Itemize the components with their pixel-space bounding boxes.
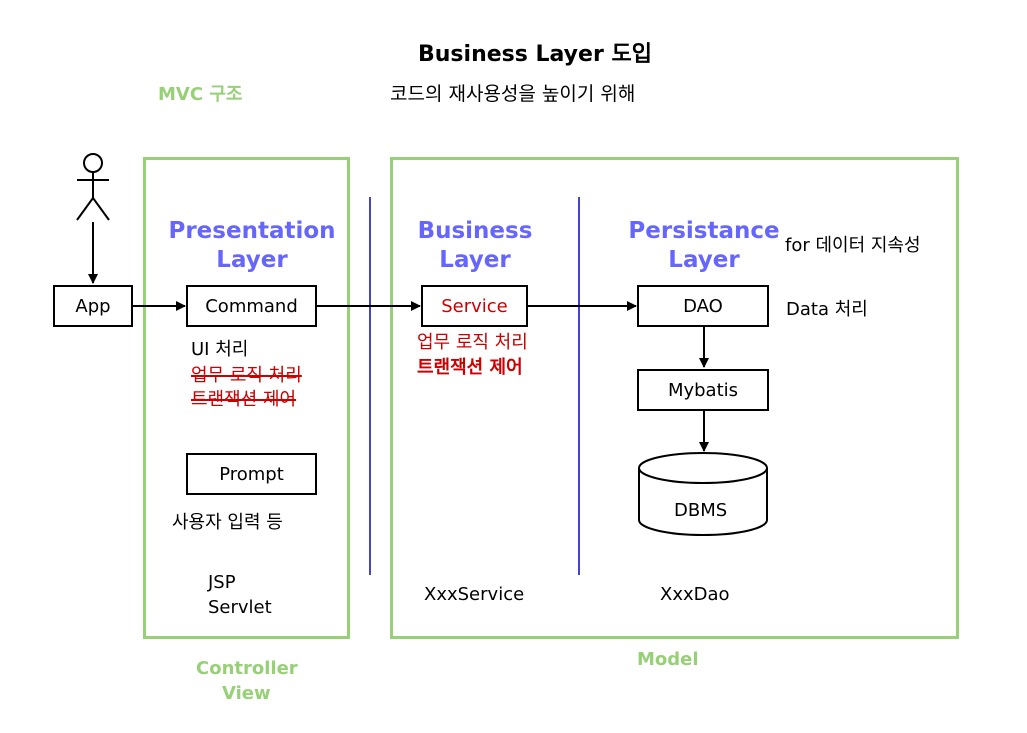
dao-note: Data 처리 bbox=[786, 299, 868, 320]
mvc-label: MVC 구조 bbox=[158, 84, 243, 105]
ui-processing-note: UI 처리 bbox=[191, 339, 249, 360]
presentation-layer-title-line1: Presentation bbox=[168, 218, 336, 244]
persistance-layer-title: Persistance Layer bbox=[624, 217, 784, 275]
prompt-note: 사용자 입력 등 bbox=[172, 512, 283, 533]
subtitle: 코드의 재사용성을 높이기 위해 bbox=[390, 83, 636, 105]
business-logic-note-struck: 업무 로직 처리 bbox=[191, 365, 302, 386]
jsp-label: JSP bbox=[208, 572, 236, 593]
servlet-label: Servlet bbox=[208, 597, 272, 618]
layer-divider-2 bbox=[578, 197, 580, 575]
xxx-dao-label: XxxDao bbox=[660, 584, 730, 605]
mybatis-node: Mybatis bbox=[637, 369, 769, 411]
transaction-note: 트랜잭션 제어 bbox=[417, 357, 523, 378]
service-node: Service bbox=[421, 285, 528, 327]
presentation-layer-title-line2: Layer bbox=[216, 247, 288, 273]
business-logic-note: 업무 로직 처리 bbox=[417, 332, 528, 353]
command-node: Command bbox=[186, 285, 317, 327]
dao-node: DAO bbox=[637, 285, 769, 327]
model-label: Model bbox=[637, 649, 699, 670]
app-node: App bbox=[53, 285, 133, 327]
persistance-note: for 데이터 지속성 bbox=[785, 235, 921, 256]
business-layer-title-line1: Business bbox=[417, 218, 533, 244]
view-label: View bbox=[222, 683, 271, 704]
dbms-cylinder bbox=[638, 452, 768, 536]
presentation-layer-title: Presentation Layer bbox=[160, 217, 344, 275]
page-title: Business Layer 도입 bbox=[418, 42, 652, 67]
controller-label: Controller bbox=[196, 658, 298, 679]
prompt-node: Prompt bbox=[186, 453, 317, 495]
persistance-layer-title-line1: Persistance bbox=[628, 218, 780, 244]
transaction-note-struck: 트랜잭션 제어 bbox=[191, 389, 297, 410]
xxx-service-label: XxxService bbox=[424, 584, 525, 605]
dbms-label: DBMS bbox=[674, 500, 728, 521]
business-layer-title: Business Layer bbox=[400, 217, 550, 275]
user-actor-icon bbox=[76, 153, 110, 221]
persistance-layer-title-line2: Layer bbox=[668, 247, 740, 273]
layer-divider-1 bbox=[369, 197, 371, 575]
controller-view-container bbox=[143, 157, 350, 639]
model-container bbox=[390, 157, 959, 639]
business-layer-title-line2: Layer bbox=[439, 247, 511, 273]
